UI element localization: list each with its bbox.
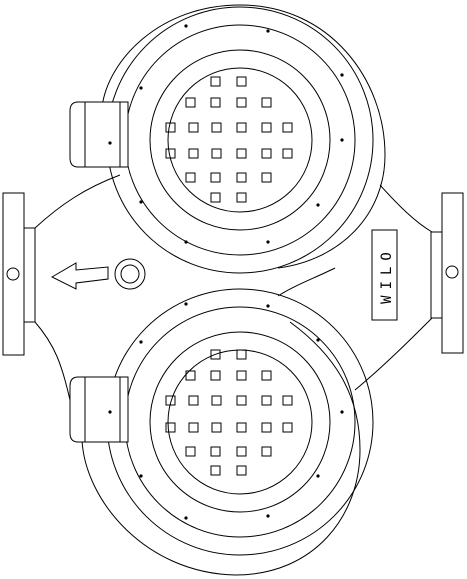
flow-arrow-icon [52,263,108,289]
junction-box [70,102,128,167]
bolt-holes [108,302,344,520]
upper-motor [70,5,385,273]
junction-box [70,377,128,442]
bolt-holes [108,24,344,244]
vent-grille [166,350,292,475]
inlet-flange [3,193,35,355]
outlet-flange [431,193,463,353]
brand-label: WILO [379,246,395,304]
brand-plate: WILO [372,230,397,320]
vent-grille [166,77,292,202]
center-plug [115,259,145,289]
lower-motor [70,289,373,575]
pump-body [35,175,432,400]
